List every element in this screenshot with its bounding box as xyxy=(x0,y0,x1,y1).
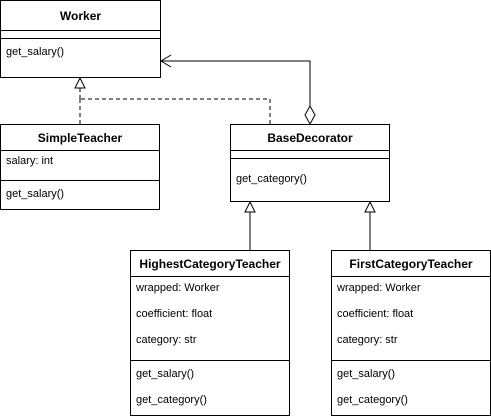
operations-compartment-firstcategoryteacher: get_salary() get_category() xyxy=(332,361,490,416)
inheritance-arrowhead-highest xyxy=(244,200,256,213)
class-name-highestcategoryteacher: HighestCategoryTeacher xyxy=(131,251,289,277)
realization-arrowhead xyxy=(74,76,86,89)
attribute-coefficient: coefficient: float xyxy=(337,308,414,320)
operation-get-salary: get_salary() xyxy=(6,46,65,58)
operation-get-category: get_category() xyxy=(337,394,408,406)
class-firstcategoryteacher[interactable]: FirstCategoryTeacher wrapped: Worker coe… xyxy=(331,250,491,416)
aggregation-open-arrowhead xyxy=(160,54,172,68)
class-name-simpleteacher: SimpleTeacher xyxy=(1,125,159,151)
aggregation-edge xyxy=(161,60,311,106)
operation-get-category: get_category() xyxy=(136,394,207,406)
class-basedecorator[interactable]: BaseDecorator get_category() xyxy=(230,124,390,202)
attributes-compartment-firstcategoryteacher: wrapped: Worker coefficient: float categ… xyxy=(332,277,490,361)
attributes-compartment-basedecorator xyxy=(231,151,389,159)
attribute-wrapped: wrapped: Worker xyxy=(136,282,220,294)
realization-edge-basedecorator xyxy=(80,98,271,124)
attributes-compartment-worker xyxy=(1,31,160,39)
attributes-compartment-highestcategoryteacher: wrapped: Worker coefficient: float categ… xyxy=(131,277,289,361)
class-highestcategoryteacher[interactable]: HighestCategoryTeacher wrapped: Worker c… xyxy=(130,250,290,416)
aggregation-diamond xyxy=(304,104,316,126)
attribute-wrapped: wrapped: Worker xyxy=(337,282,421,294)
operations-compartment-basedecorator: get_category() xyxy=(231,159,389,195)
class-name-basedecorator: BaseDecorator xyxy=(231,125,389,151)
attributes-compartment-simpleteacher: salary: int xyxy=(1,151,159,181)
operations-compartment-simpleteacher: get_salary() xyxy=(1,181,159,210)
inheritance-arrowhead-first xyxy=(364,200,376,213)
operation-get-salary: get_salary() xyxy=(136,368,195,380)
class-worker[interactable]: Worker get_salary() xyxy=(0,0,161,78)
attribute-salary: salary: int xyxy=(6,155,54,167)
operation-get-category: get_category() xyxy=(236,173,307,185)
attribute-category: category: str xyxy=(337,334,398,346)
class-simpleteacher[interactable]: SimpleTeacher salary: int get_salary() xyxy=(0,124,160,210)
class-name-worker: Worker xyxy=(1,1,160,31)
operation-get-salary: get_salary() xyxy=(337,368,396,380)
operations-compartment-worker: get_salary() xyxy=(1,39,160,68)
operation-get-salary: get_salary() xyxy=(6,188,65,200)
class-name-firstcategoryteacher: FirstCategoryTeacher xyxy=(332,251,490,277)
attribute-category: category: str xyxy=(136,334,197,346)
attribute-coefficient: coefficient: float xyxy=(136,308,213,320)
operations-compartment-highestcategoryteacher: get_salary() get_category() xyxy=(131,361,289,416)
